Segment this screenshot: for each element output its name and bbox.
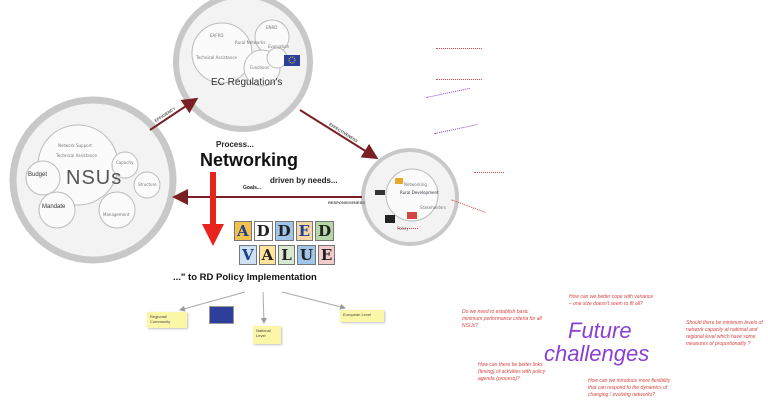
scribble-note-top-right — [436, 48, 482, 80]
red-arrow-shaft — [210, 172, 216, 227]
letter-e1: E — [295, 221, 314, 241]
nsus-item-network-support: Network Support — [58, 143, 92, 148]
letter-l: L — [278, 245, 295, 265]
letter-v: V — [239, 245, 257, 265]
rural-development-circle[interactable] — [361, 148, 459, 246]
sticky-national[interactable]: National Level — [253, 326, 281, 344]
question-criteria: Do we need to establish basic minimum pe… — [462, 309, 542, 329]
effectiveness-arrow — [299, 109, 379, 160]
sticky-european[interactable]: European Level — [340, 310, 384, 322]
ec-item-evaluation: Evaluation — [268, 44, 290, 49]
nsus-circle[interactable] — [9, 96, 177, 264]
scribble-note-lower-left — [398, 228, 418, 235]
question-flexibility: How can we introduce more flexibility th… — [588, 378, 671, 398]
implementation-heading: ..." to RD Policy Implementation — [173, 272, 317, 283]
nsus-item-mandate: Mandate — [42, 204, 66, 210]
letter-d1: D — [253, 221, 273, 241]
letter-a2: A — [258, 245, 277, 265]
driven-label: driven by needs... — [270, 176, 338, 185]
eu-flag-icon — [284, 55, 300, 66]
networking-heading: Networking — [200, 150, 299, 170]
rd-item-stakeholders: Stakeholders — [420, 205, 447, 210]
letter-a1: A — [234, 221, 252, 241]
question-variance: How can we better cope with variance – o… — [569, 294, 654, 307]
badge-icon — [407, 212, 417, 219]
goals-label: Goals... — [243, 185, 262, 191]
letter-d2: D — [274, 221, 294, 241]
branch-arrow-regional — [179, 291, 246, 312]
red-arrow-head — [202, 224, 224, 246]
nsus-title: NSUs — [66, 167, 123, 189]
branch-arrow-european — [281, 291, 346, 310]
rd-item-networking: Networking — [404, 182, 427, 187]
ec-item-technical-assistance: Technical Assistance — [196, 55, 237, 60]
future-title: Future — [568, 318, 632, 343]
responsiveness-label: RESPONSIVENESS — [328, 200, 365, 205]
nsus-item-capacity: Capacity — [116, 160, 134, 165]
ec-regulations-title: EC Regulation's — [211, 77, 283, 88]
challenges-title: challenges — [544, 341, 650, 366]
nsus-item-budget: Budget — [28, 172, 48, 178]
process-label: Process... — [216, 140, 254, 149]
cluster-icon — [375, 190, 385, 195]
letter-u: U — [296, 245, 316, 265]
branch-arrow-national — [260, 291, 267, 324]
eu-flag-image — [209, 306, 234, 324]
ec-item-enrd: ENRD — [266, 25, 278, 30]
ec-item-functions: Functions — [250, 65, 270, 70]
letter-e2: E — [317, 245, 336, 265]
ec-regulations-circle[interactable] — [173, 0, 313, 132]
rd-title: Rural Development — [400, 190, 439, 195]
ec-item-eafrd: EAFRD — [210, 33, 224, 38]
nsus-item-technical-assistance: Technical Assistance — [56, 153, 97, 158]
efficiency-arrow — [149, 97, 199, 131]
question-minimum-levels: Should there be minimum levels of networ… — [686, 320, 763, 347]
nsus-item-management: Management — [103, 212, 130, 217]
letter-d3: D — [315, 221, 335, 241]
question-links: How can there be better links (timing) o… — [478, 362, 546, 382]
nsus-item-structure: Structure — [138, 182, 157, 187]
sticky-regional[interactable]: Regional/ Community — [147, 312, 187, 328]
bicycle-icon — [385, 215, 395, 223]
ec-item-rural-networks: Rural Networks — [235, 40, 266, 45]
person-icon — [395, 178, 403, 184]
scribble-note-right-middle — [474, 172, 504, 183]
